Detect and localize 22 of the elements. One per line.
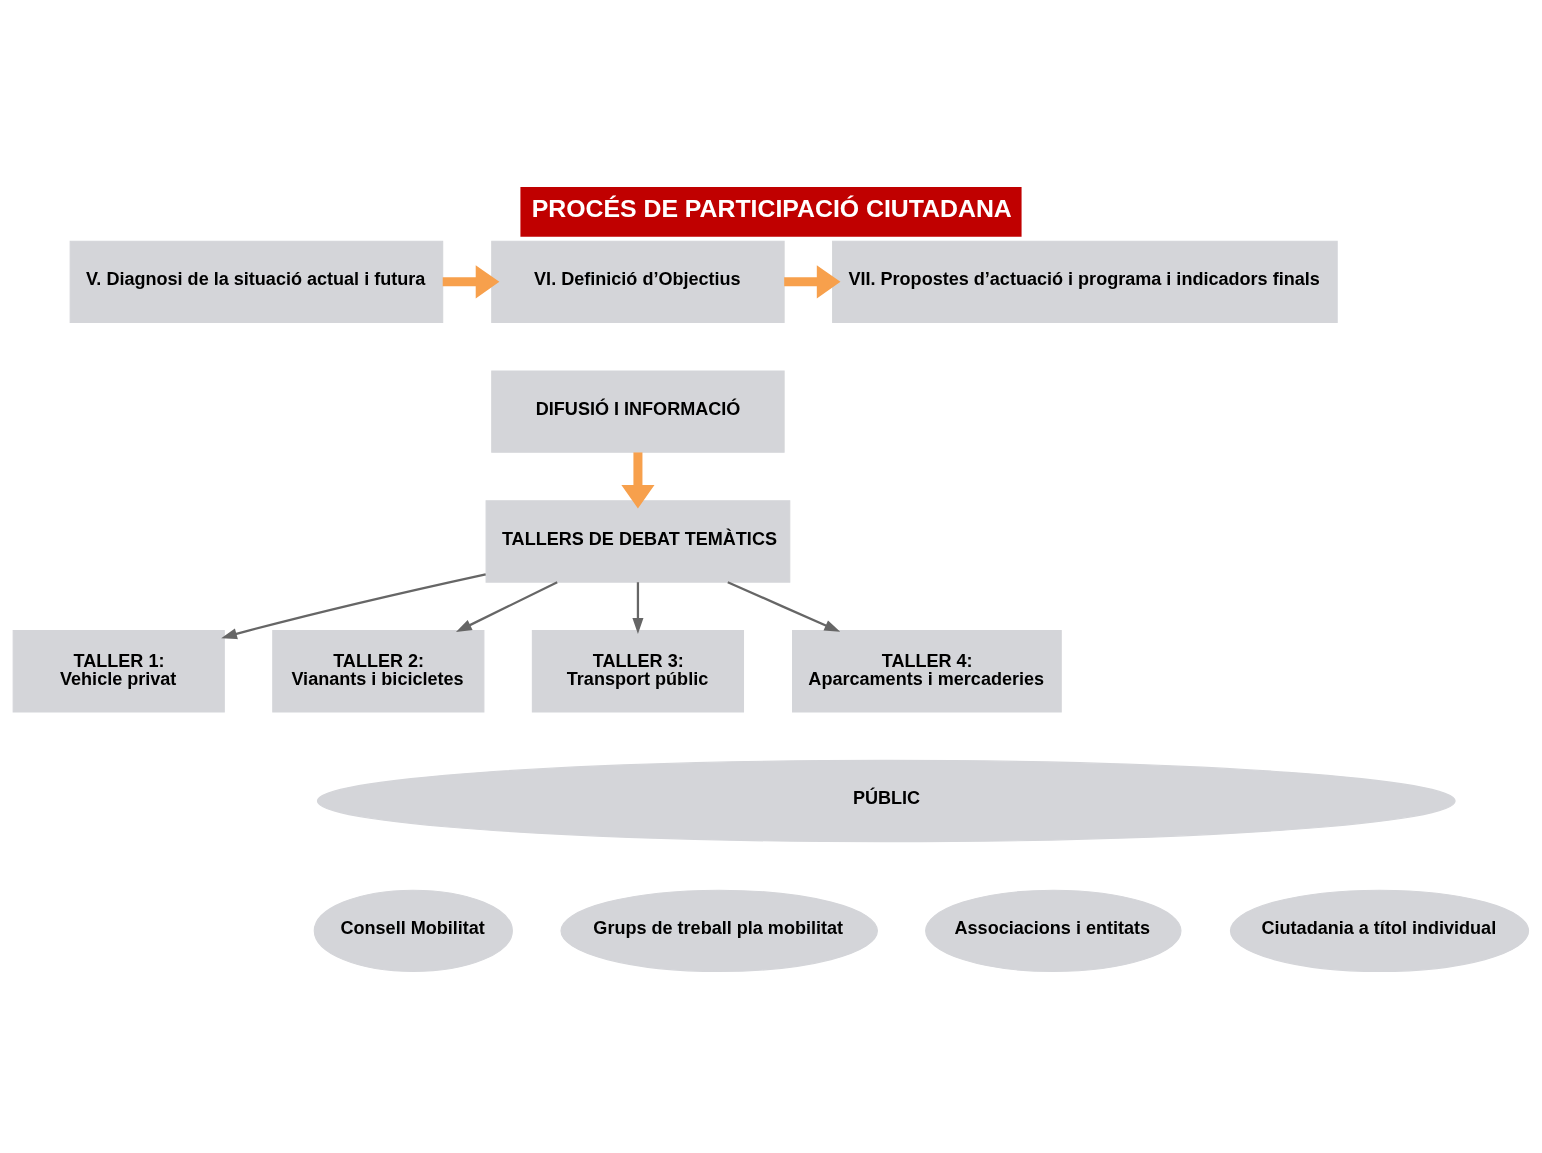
node-box: V. Diagnosi de la situació actual i futura [69,240,444,323]
node-ellipse: Ciutadania a títol individual [1229,889,1530,972]
node-box: DIFUSIÓ I INFORMACIÓ [491,369,785,453]
node-ellipse: Associacions i entitats [925,889,1182,972]
node-ellipse: Grups de treball pla mobilitat [560,889,878,972]
arrow [621,451,655,509]
arrow [632,581,644,634]
node-box: TALLERS DE DEBAT TEMÀTICS [485,499,791,583]
arrow [442,264,500,298]
arrow [221,572,486,639]
node-box: TALLER 3: Transport públic [531,629,745,712]
arrow [784,264,841,298]
diagram-title: PROCÉS DE PARTICIPACIÓ CIUTADANA [531,194,1012,222]
node-box: TALLER 4: Aparcaments i mercaderies [792,629,1062,712]
node-box: VII. Propostes d’actuació i programa i indicadors finals [832,240,1338,323]
node-box: TALLER 1: Vehicle privat [12,629,225,712]
node-ellipse: PÚBLIC [316,759,1456,842]
node-ellipse: Consell Mobilitat [313,889,513,972]
node-box: VI. Definició d’Objectius [491,240,785,323]
arrow [455,580,558,632]
arrow [727,580,841,632]
node-box: TALLER 2: Vianants i bicicletes [272,629,485,712]
